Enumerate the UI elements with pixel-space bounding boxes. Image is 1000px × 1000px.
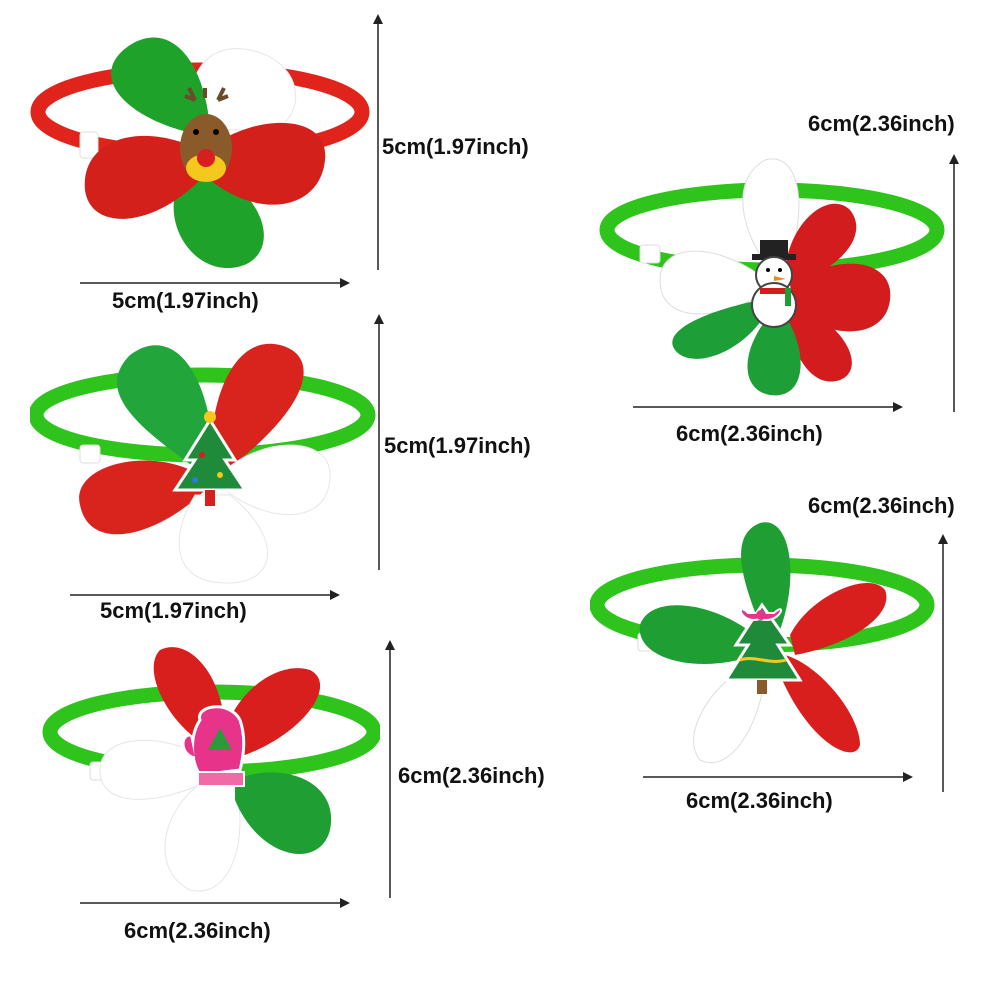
height-label-2: 5cm(1.97inch) — [384, 433, 531, 458]
petal-red-right — [205, 122, 326, 205]
collar-buckle — [79, 131, 99, 159]
petal-white-bottom — [178, 494, 268, 584]
product-tree-bow — [30, 325, 380, 590]
product-reindeer-bow — [30, 20, 380, 280]
petal-white-left — [99, 739, 211, 800]
petal-red-left — [84, 135, 200, 219]
height-arrow-4 — [949, 154, 959, 412]
petal-green-bottom — [173, 180, 264, 269]
height-label-1: 5cm(1.97inch) — [382, 134, 529, 159]
width-arrow-2 — [70, 590, 340, 600]
collar-buckle — [79, 444, 101, 464]
petal-red-bottom — [785, 305, 852, 382]
petal-red-right — [220, 668, 321, 760]
height-label-5: 6cm(2.36inch) — [808, 493, 955, 518]
petal-green — [116, 345, 215, 475]
petal-red-left — [79, 460, 205, 535]
height-label-3: 6cm(2.36inch) — [398, 763, 545, 788]
width-label-1: 5cm(1.97inch) — [112, 288, 259, 313]
petal-green — [235, 772, 332, 854]
width-label-2: 5cm(1.97inch) — [100, 598, 247, 623]
product-tree-gift-bow — [590, 515, 940, 775]
petal-green-top — [741, 522, 791, 630]
width-arrow-4 — [633, 402, 903, 412]
width-arrow-5 — [643, 772, 913, 782]
width-label-5: 6cm(2.36inch) — [686, 788, 833, 813]
mitten-icon — [181, 705, 246, 787]
petal-green-top — [111, 37, 210, 135]
width-arrow-1 — [80, 278, 350, 288]
product-mitten-bow — [40, 640, 380, 900]
height-arrow-1 — [373, 14, 383, 270]
petal-green-bottom — [747, 315, 801, 396]
petal-white-bottom — [164, 779, 241, 892]
reindeer-icon — [180, 87, 232, 182]
width-label-4: 6cm(2.36inch) — [676, 421, 823, 446]
petal-white-right — [219, 444, 331, 516]
petal-red-top — [210, 343, 304, 475]
collar-buckle — [639, 244, 661, 264]
width-arrow-3 — [80, 898, 350, 908]
petal-green-left — [672, 300, 765, 359]
petal-white — [693, 664, 766, 763]
petal-red-top — [785, 203, 857, 285]
product-snowman-bow — [590, 150, 950, 410]
height-label-4: 6cm(2.36inch) — [808, 111, 955, 136]
petal-green-left — [639, 605, 755, 664]
snowman-icon — [751, 240, 797, 328]
height-arrow-5 — [938, 534, 948, 792]
tree-with-bow-icon — [723, 602, 803, 694]
petal-red-right — [790, 582, 887, 655]
height-arrow-3 — [385, 640, 395, 898]
height-arrow-2 — [374, 314, 384, 570]
christmas-tree-icon — [172, 411, 248, 506]
width-label-3: 6cm(2.36inch) — [124, 918, 271, 943]
